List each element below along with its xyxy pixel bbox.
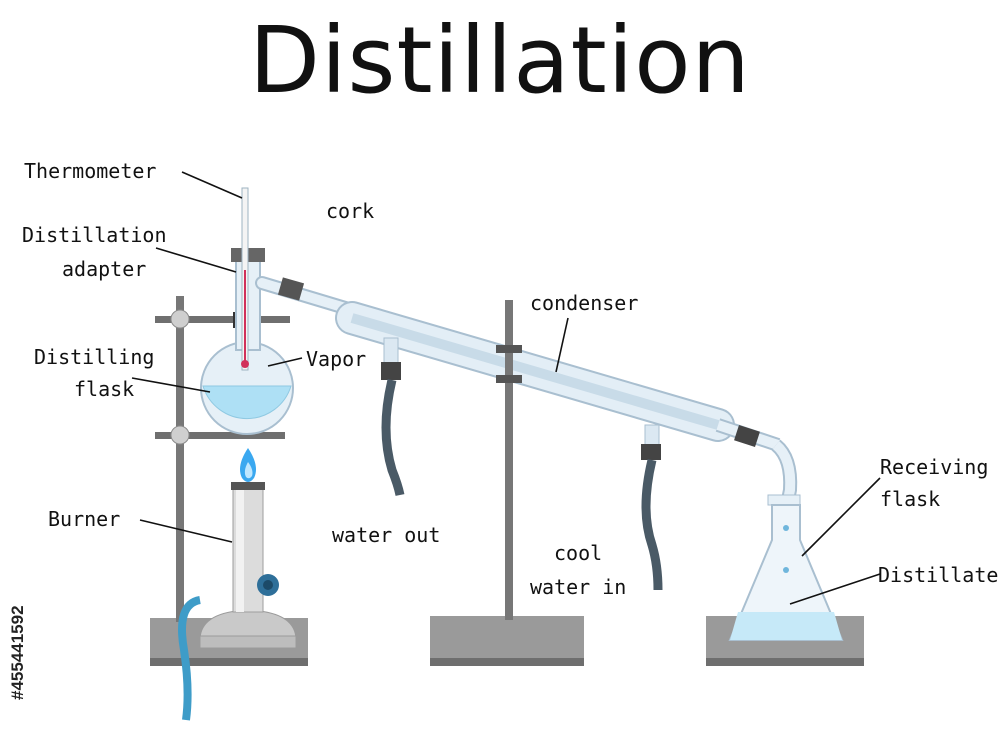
label-distillate: Distillate xyxy=(878,563,999,587)
label-cool-line2: water in xyxy=(530,575,627,599)
burner-illustration xyxy=(178,448,297,721)
label-condenser: condenser xyxy=(530,291,639,315)
label-distilling-line1: Distilling xyxy=(34,345,155,369)
label-water-out: water out xyxy=(332,523,441,547)
distilling-flask-illustration xyxy=(200,187,294,435)
label-distillation-line2: adapter xyxy=(62,257,147,281)
label-burner: Burner xyxy=(48,507,121,531)
label-vapor: Vapor xyxy=(306,347,367,371)
diagram-title: Distillation xyxy=(249,7,751,114)
label-receiving-line1: Receiving xyxy=(880,455,989,479)
label-receiving-line2: flask xyxy=(880,487,941,511)
side-stock-id: #455441592 xyxy=(8,605,27,700)
label-distilling-line2: flask xyxy=(74,377,135,401)
label-thermometer: Thermometer xyxy=(24,159,157,183)
label-cork: cork xyxy=(326,199,375,223)
label-cool-line1: cool xyxy=(554,541,603,565)
condenser-illustration xyxy=(255,276,798,591)
receiving-flask-illustration xyxy=(706,494,864,666)
leader-lines xyxy=(131,171,881,605)
middle-ring-stand xyxy=(430,300,584,666)
label-distillation-line1: Distillation xyxy=(22,223,167,247)
